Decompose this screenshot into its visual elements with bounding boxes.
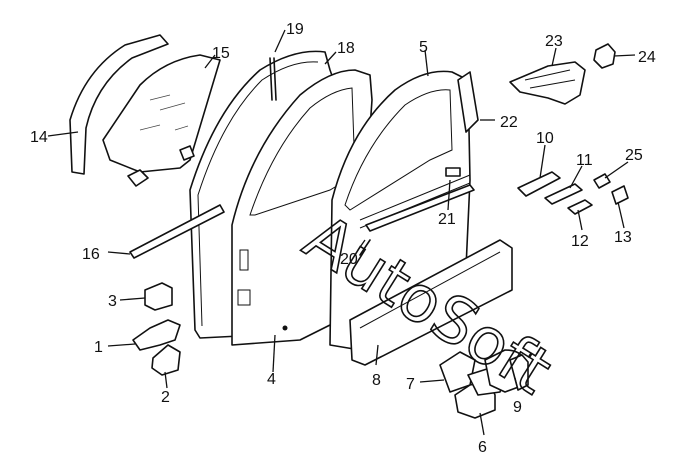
callout-2: 2 <box>161 389 170 406</box>
part-handle-cover <box>544 183 583 205</box>
part-bolt <box>359 239 371 256</box>
part-outer-handle <box>517 171 561 197</box>
part-door-check <box>151 344 181 376</box>
callout-24: 24 <box>638 49 656 66</box>
callout-11: 11 <box>576 152 593 169</box>
callout-13: 13 <box>614 229 632 246</box>
callout-10: 10 <box>536 130 554 147</box>
callout-9: 9 <box>513 399 522 416</box>
callout-8: 8 <box>372 372 381 389</box>
callout-25: 25 <box>625 147 643 164</box>
callout-15: 15 <box>212 45 230 62</box>
callout-19: 19 <box>286 21 304 38</box>
callout-4: 4 <box>267 371 276 388</box>
callout-16: 16 <box>82 246 100 263</box>
callout-6: 6 <box>478 439 487 456</box>
part-striker <box>593 43 616 69</box>
callout-7: 7 <box>406 376 415 393</box>
part-trim-strip <box>269 57 277 101</box>
part-handle-grip <box>567 199 593 215</box>
part-lock-mechanism <box>509 61 586 105</box>
callout-18: 18 <box>337 40 355 57</box>
callout-20: 20 <box>340 251 358 268</box>
part-corner-trim <box>457 71 479 133</box>
callout-23: 23 <box>545 33 563 50</box>
part-lower-molding <box>349 239 513 366</box>
callout-labels: 14 15 18 19 16 5 22 3 1 2 4 8 7 6 9 10 1… <box>30 21 656 456</box>
callout-3: 3 <box>108 293 117 310</box>
part-upper-hinge <box>144 282 173 311</box>
callout-22: 22 <box>500 114 518 131</box>
part-window-channel-strip <box>69 34 169 175</box>
leader-lines <box>47 29 636 436</box>
callout-14: 14 <box>30 129 48 146</box>
callout-1: 1 <box>94 339 103 356</box>
part-key-cylinder <box>611 185 629 205</box>
callout-5: 5 <box>419 39 428 56</box>
callout-12: 12 <box>571 233 589 250</box>
callout-21: 21 <box>438 211 456 228</box>
part-door-glass <box>102 54 221 187</box>
part-side-molding <box>365 184 475 232</box>
part-lower-hinge <box>132 319 181 351</box>
part-check-rod <box>129 204 225 259</box>
part-mirror-assembly <box>439 349 529 419</box>
